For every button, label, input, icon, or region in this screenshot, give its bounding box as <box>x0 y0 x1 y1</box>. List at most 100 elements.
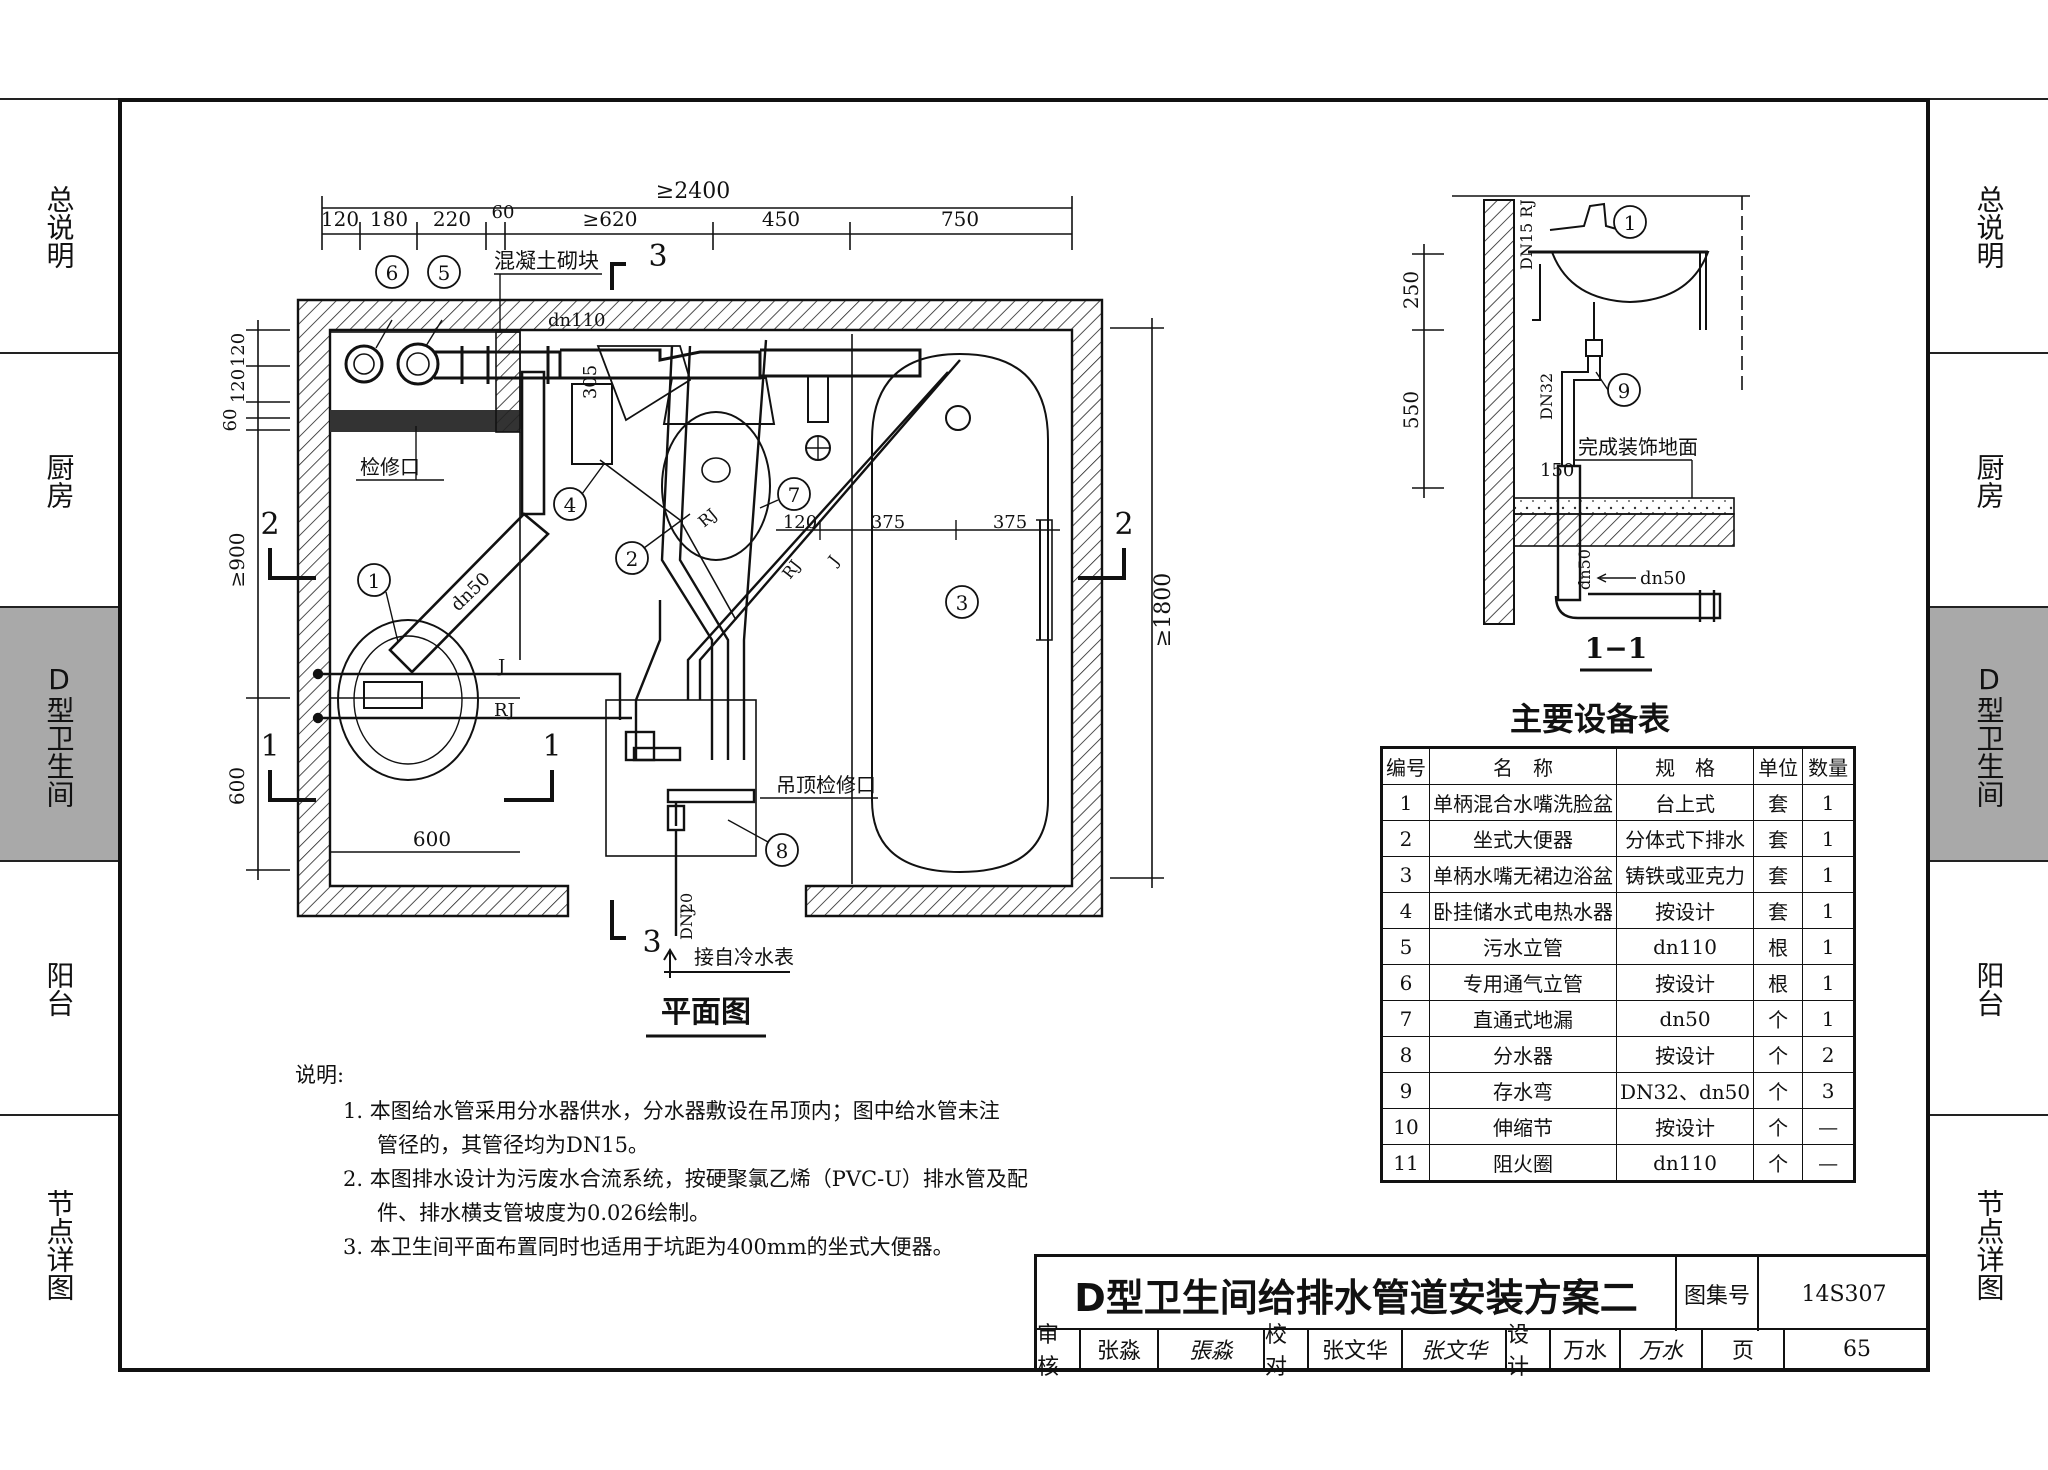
label-j-basin: J <box>496 656 505 677</box>
cell-spec: 按设计 <box>1615 1036 1755 1073</box>
sec-drain-trap <box>1554 464 1722 622</box>
incoming-supply <box>663 948 790 978</box>
plan-view: ≥2400 120 180 220 60 ≥620 450 750 120 12… <box>220 179 1176 1038</box>
label-dn50: dn50 <box>447 569 495 616</box>
label-from-meter: 接自冷水表 <box>694 945 794 969</box>
title-block: D型卫生间给排水管道安装方案二 图集号 14S307 审核 张淼 張淼 校对 张… <box>1034 1254 1926 1380</box>
callout-7-text: 7 <box>788 483 801 507</box>
cell-name: 坐式大便器 <box>1429 820 1617 857</box>
designer-name: 万水 <box>1551 1330 1621 1368</box>
tab-balcony[interactable]: 阳台 <box>1930 860 2048 1116</box>
water-heater <box>571 345 692 465</box>
bathtub <box>871 352 1053 874</box>
tab-kitchen[interactable]: 厨房 <box>1930 352 2048 608</box>
equipment-table-title: 主要设备表 <box>1510 700 1671 738</box>
cell-qty: 1 <box>1802 892 1856 929</box>
cell-qty: 1 <box>1802 964 1856 1001</box>
label-rj-tub: RJ <box>778 556 804 582</box>
left-dimension-chain <box>246 320 290 880</box>
supply-pipes-fixtures <box>634 339 961 760</box>
cell-name: 伸缩节 <box>1429 1108 1617 1145</box>
callout-4-text: 4 <box>564 493 577 517</box>
sec-wall <box>1483 199 1515 625</box>
dim-left-120b: 120 <box>228 369 249 403</box>
floor-drain <box>805 375 831 461</box>
dim-bottom-600: 600 <box>413 827 451 851</box>
cell-spec: 按设计 <box>1615 964 1755 1001</box>
cell-name: 直通式地漏 <box>1429 1000 1617 1037</box>
cell-unit: 根 <box>1753 928 1804 965</box>
cell-no: 3 <box>1381 856 1430 893</box>
tab-node-details[interactable]: 节点详图 <box>1930 1114 2048 1374</box>
cell-spec: 按设计 <box>1615 1108 1755 1145</box>
label-dn50-vertical: dn50 <box>1575 549 1594 590</box>
col-qty: 数量 <box>1802 747 1856 785</box>
sec-floor-slab <box>1513 513 1735 547</box>
col-spec: 规 格 <box>1615 747 1755 785</box>
ceiling-access-box <box>605 699 757 857</box>
label-j-incoming: J <box>677 908 696 916</box>
washbasin <box>337 619 479 781</box>
note-2: 2. 本图排水设计为污废水合流系统，按硬聚氯乙烯（PVC-U）排水管及配 <box>343 1167 1028 1191</box>
soil-stack-5 <box>396 342 440 386</box>
tab-node-details[interactable]: 节点详图 <box>0 1114 118 1374</box>
cell-unit: 个 <box>1753 1000 1804 1037</box>
callout-8 <box>765 833 799 867</box>
sec-floor-finish <box>1513 497 1735 515</box>
cell-qty: — <box>1802 1144 1856 1182</box>
reviewer-name: 张淼 <box>1081 1330 1159 1368</box>
checker-signature: 张文华 <box>1403 1330 1507 1368</box>
callout-7 <box>777 477 811 511</box>
dim-220: 220 <box>433 207 471 231</box>
callout-4 <box>553 487 587 521</box>
cell-name: 单柄混合水嘴洗脸盆 <box>1429 784 1617 821</box>
cell-unit: 根 <box>1753 964 1804 1001</box>
dim-60: 60 <box>492 202 515 223</box>
cell-spec: 台上式 <box>1615 784 1755 821</box>
tab-kitchen[interactable]: 厨房 <box>0 352 118 608</box>
sec-callout-1-text: 1 <box>1624 211 1637 235</box>
notes-block: 说明: 1. 本图给水管采用分水器供水，分水器敷设在吊顶内；图中给水管未注 管径… <box>295 1058 1115 1264</box>
tab-d-bathroom[interactable]: D型卫生间 <box>0 606 118 862</box>
note-1-cont: 管径的，其管径均为DN15。 <box>377 1133 649 1157</box>
drain-pipe-vertical <box>520 370 546 516</box>
dim-375a: 375 <box>871 512 905 533</box>
tab-balcony[interactable]: 阳台 <box>0 860 118 1116</box>
cell-spec: DN32、dn50 <box>1615 1072 1755 1109</box>
dim-375b: 375 <box>993 512 1027 533</box>
cell-qty: 1 <box>1802 784 1856 821</box>
cell-no: 4 <box>1381 892 1430 929</box>
tab-general[interactable]: 总说明 <box>1930 98 2048 354</box>
cell-no: 5 <box>1381 928 1430 965</box>
cell-name: 阻火圈 <box>1429 1144 1617 1182</box>
cell-unit: 套 <box>1753 784 1804 821</box>
vent-stack-6 <box>344 344 384 384</box>
checker-name: 张文华 <box>1309 1330 1403 1368</box>
toilet <box>599 377 776 621</box>
callout-5-text: 5 <box>438 261 451 285</box>
cell-name: 专用通气立管 <box>1429 964 1617 1001</box>
tab-d-bathroom[interactable]: D型卫生间 <box>1930 606 2048 862</box>
cell-no: 8 <box>1381 1036 1430 1073</box>
section-3-top: 3 <box>648 239 667 274</box>
sec-dim-550: 550 <box>1399 391 1423 429</box>
dim-620: ≥620 <box>583 207 638 231</box>
cell-no: 11 <box>1381 1144 1430 1182</box>
drain-pipe-dn50 <box>388 512 550 674</box>
dim-left-60: 60 <box>220 409 241 432</box>
section-marks <box>268 262 1126 940</box>
tab-general[interactable]: 总说明 <box>0 98 118 354</box>
label-ceiling-access: 吊顶检修口 <box>776 773 876 797</box>
label-finished-floor: 完成装饰地面 <box>1578 435 1698 459</box>
cell-no: 9 <box>1381 1072 1430 1109</box>
cell-spec: dn110 <box>1615 928 1755 965</box>
section-2-right: 2 <box>1114 507 1133 542</box>
cell-name: 卧挂储水式电热水器 <box>1429 892 1617 929</box>
cell-unit: 套 <box>1753 856 1804 893</box>
